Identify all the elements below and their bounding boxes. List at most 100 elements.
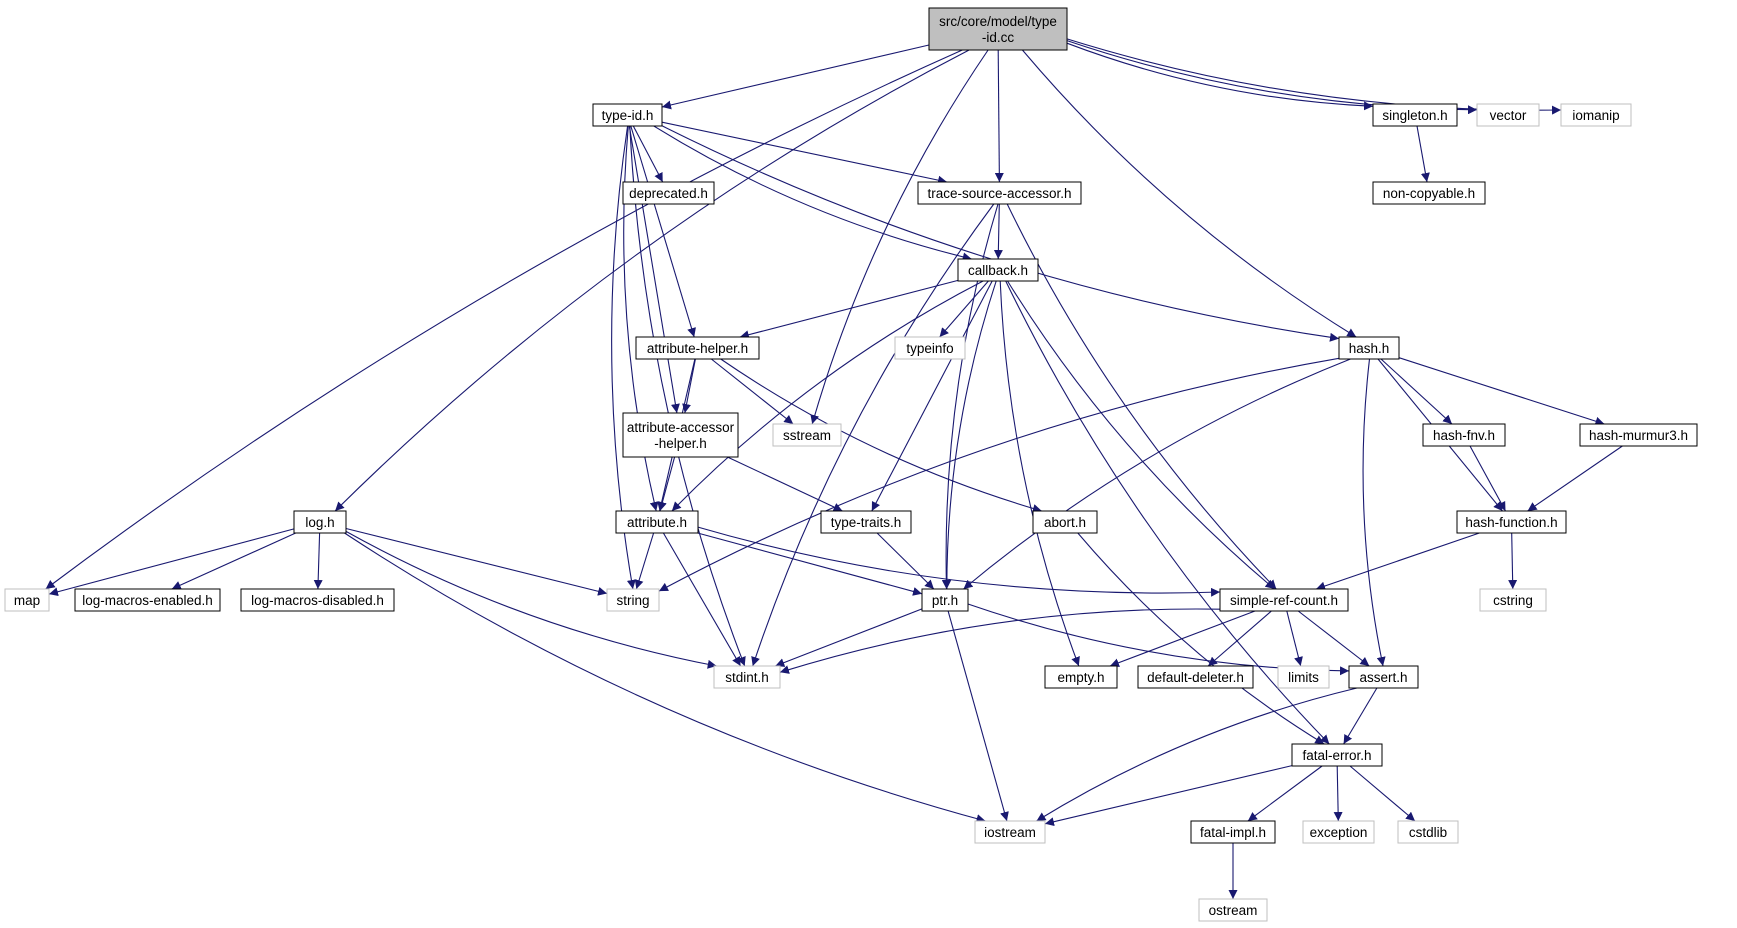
node-abort-h[interactable]: abort.h [1032,510,1098,534]
node-box [713,665,781,689]
node-ptr-h[interactable]: ptr.h [921,588,969,612]
node-callback-h[interactable]: callback.h [957,258,1039,282]
edge-attribute-helper-h-to-attribute-accessor-helper-h [682,358,696,414]
node-hash-murmur3-h[interactable]: hash-murmur3.h [1579,423,1698,447]
edge-ptr-h-to-stdint-h [775,608,923,667]
node-box [1422,423,1506,447]
node-log-macros-enabled-h[interactable]: log-macros-enabled.h [74,588,221,612]
node-limits[interactable]: limits [1277,665,1330,689]
node-fatal-impl-h[interactable]: fatal-impl.h [1190,820,1276,844]
node-deprecated-h[interactable]: deprecated.h [622,181,715,205]
node-label: src/core/model/type [939,14,1057,29]
node-hash-function-h[interactable]: hash-function.h [1456,510,1567,534]
node-map[interactable]: map [4,588,50,612]
node-label: ostream [1209,903,1258,918]
node-box [240,588,395,612]
edge-hash-h-to-string [658,357,1340,592]
edge-hash-function-h-to-cstring [1508,532,1518,590]
edge-attribute-h-to-string [634,532,655,590]
node-hash-fnv-h[interactable]: hash-fnv.h [1422,423,1506,447]
node-empty-h[interactable]: empty.h [1044,665,1118,689]
node-iomanip[interactable]: iomanip [1560,103,1632,127]
node-label: -helper.h [654,436,707,451]
node-cstdlib[interactable]: cstdlib [1397,820,1459,844]
node-label: non-copyable.h [1383,186,1475,201]
node-stdint-h[interactable]: stdint.h [713,665,781,689]
node-label: type-id.h [602,108,654,123]
node-box [894,336,966,360]
node-exception[interactable]: exception [1302,820,1375,844]
edge-assert-h-to-fatal-error-h [1343,687,1378,745]
node-box [622,181,715,205]
node-label: iomanip [1572,108,1619,123]
edge-hash-h-to-assert-h [1362,358,1386,667]
edge-fatal-error-h-to-exception [1333,765,1343,822]
node-label: -id.cc [982,30,1015,45]
node-sstream[interactable]: sstream [772,423,842,447]
node-label: ptr.h [932,593,958,608]
node-attribute-helper-h[interactable]: attribute-helper.h [635,336,760,360]
node-type-id-h[interactable]: type-id.h [592,103,663,127]
node-box [592,103,663,127]
node-label: hash.h [1349,341,1390,356]
node-singleton-h[interactable]: singleton.h [1372,103,1458,127]
edge-hash-murmur3-h-to-hash-function-h [1527,445,1623,512]
node-trace-source-accessor-h[interactable]: trace-source-accessor.h [917,181,1082,205]
node-vector[interactable]: vector [1476,103,1540,127]
edge-root-to-vector [1066,40,1478,115]
node-label: default-deleter.h [1147,670,1244,685]
edge-attribute-h-to-ptr-h [697,532,923,596]
node-label: assert.h [1359,670,1407,685]
edge-hash-h-to-hash-fnv-h [1380,358,1453,425]
node-box [921,588,969,612]
edge-fatal-error-h-to-cstdlib [1349,765,1416,822]
node-label: empty.h [1057,670,1104,685]
node-box [1302,820,1375,844]
node-box [772,423,842,447]
node-type-traits-h[interactable]: type-traits.h [820,510,912,534]
node-non-copyable-h[interactable]: non-copyable.h [1372,181,1486,205]
node-label: cstring [1493,593,1533,608]
node-label: deprecated.h [629,186,708,201]
edge-type-traits-h-to-ptr-h [876,532,935,590]
edge-hash-fnv-h-to-hash-function-h [1469,445,1506,512]
node-label: log-macros-disabled.h [251,593,384,608]
node-simple-ref-count-h[interactable]: simple-ref-count.h [1219,588,1349,612]
edge-type-id-h-to-attribute-h [623,125,659,512]
node-cstring[interactable]: cstring [1479,588,1547,612]
node-box [1044,665,1118,689]
edge-type-id-h-to-attribute-accessor-helper-h [628,125,680,414]
node-box [1137,665,1254,689]
edge-simple-ref-count-h-to-limits [1286,610,1303,667]
node-label: hash-murmur3.h [1589,428,1688,443]
node-box [1291,743,1383,767]
node-string[interactable]: string [606,588,660,612]
edge-ptr-h-to-assert-h [967,603,1350,676]
node-iostream[interactable]: iostream [974,820,1046,844]
node-log-h[interactable]: log.h [293,510,347,534]
node-typeinfo[interactable]: typeinfo [894,336,966,360]
node-box [1338,336,1400,360]
edge-type-id-h-to-stdint-h [629,125,746,667]
node-attribute-accessor-helper-h[interactable]: attribute-accessor-helper.h [622,412,739,458]
edge-attribute-accessor-helper-h-to-attribute-h [658,456,676,512]
node-hash-h[interactable]: hash.h [1338,336,1400,360]
node-default-deleter-h[interactable]: default-deleter.h [1137,665,1254,689]
node-fatal-error-h[interactable]: fatal-error.h [1291,743,1383,767]
edge-log-h-to-stdint-h [345,530,717,669]
edge-type-id-h-to-trace-source-accessor-h [661,121,948,185]
node-label: hash-function.h [1465,515,1557,530]
node-label: string [616,593,649,608]
edge-trace-source-accessor-h-to-ptr-h [941,203,999,590]
node-label: log.h [305,515,334,530]
node-label: fatal-impl.h [1200,825,1266,840]
node-attribute-h[interactable]: attribute.h [615,510,699,534]
node-ostream[interactable]: ostream [1198,898,1268,922]
edge-attribute-accessor-helper-h-to-type-traits-h [727,456,843,512]
node-assert-h[interactable]: assert.h [1348,665,1419,689]
node-log-macros-disabled-h[interactable]: log-macros-disabled.h [240,588,395,612]
node-label: trace-source-accessor.h [927,186,1071,201]
edge-root-to-iomanip [1066,38,1562,115]
node-label: callback.h [968,263,1028,278]
